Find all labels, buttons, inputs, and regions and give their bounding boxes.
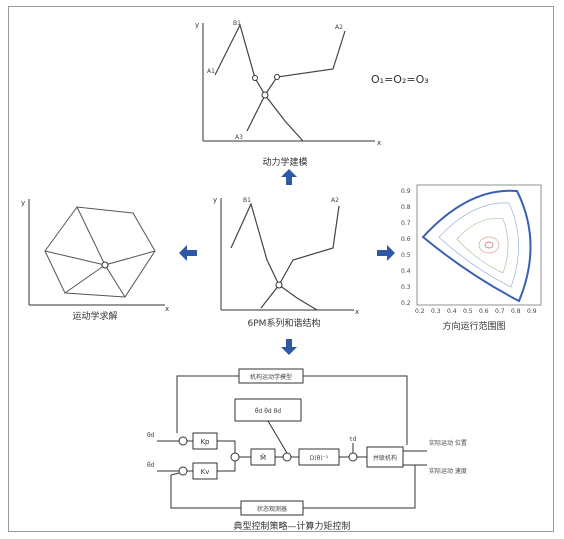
x-tick: 0.9 — [527, 308, 537, 315]
y-tick: 0.7 — [401, 220, 411, 227]
link-2 — [76, 206, 106, 266]
control-diagram-panel: 机构运动学模型 θ̈d θ̇d θd θd θ̇d Kp Kv — [127, 361, 467, 532]
leg-2 — [264, 30, 346, 96]
sum-junction-5 — [348, 452, 358, 462]
x-tick: 0.8 — [511, 308, 521, 315]
plant-label: 并联机构 — [373, 454, 397, 462]
kinematics-panel: x y 运动学求解 — [15, 193, 175, 322]
sum-junction-3 — [230, 452, 240, 462]
arrow-right-icon — [377, 245, 395, 261]
label-a1: A1 — [207, 68, 215, 75]
right-caption: 方向运行范围图 — [442, 322, 506, 332]
y-tick: 0.6 — [401, 236, 411, 243]
label-x: x — [377, 139, 381, 147]
contour-2 — [438, 202, 519, 288]
feedback-line-right — [303, 465, 416, 509]
observer-label: 状态观测器 — [257, 505, 287, 513]
line-kv-sum — [217, 461, 236, 472]
platform-joint — [261, 91, 269, 99]
label-x: x — [355, 308, 359, 316]
feedback-line-left — [170, 472, 241, 509]
link-1 — [44, 250, 106, 266]
arrow-up-icon — [281, 169, 297, 185]
y-tick: 0.2 — [401, 300, 411, 307]
line-kp-sum — [217, 440, 236, 453]
label-x: x — [165, 305, 169, 313]
label-y: y — [213, 196, 217, 204]
dynamics-model-panel: A1 B1 A2 A3 x y 动力学建模 — [185, 13, 385, 168]
model-output-line — [176, 375, 239, 433]
link-4 — [104, 264, 126, 298]
workspace-hexagon — [44, 206, 156, 298]
label-b1: B1 — [243, 197, 251, 204]
model-block-label: 机构运动学模型 — [250, 373, 292, 381]
line-ref-sum — [267, 420, 288, 454]
center-caption: 6PM系列和谐结构 — [247, 319, 321, 329]
x-tick: 0.2 — [415, 308, 425, 315]
sum-junction-1 — [178, 436, 188, 446]
label-a3: A3 — [235, 134, 243, 141]
leg-1 — [230, 202, 280, 309]
bottom-caption: 典型控制策略—计算力矩控制 — [233, 522, 351, 532]
plot-area — [416, 184, 542, 306]
contour-5 — [484, 241, 494, 249]
y-tick-labels: 0.9 0.8 0.7 0.6 0.5 0.4 0.3 0.2 — [401, 188, 411, 307]
figure-frame: A1 B1 A2 A3 x y 动力学建模 O₁=O₂=O₃ B1 A2 x y… — [8, 6, 554, 532]
x-tick: 0.6 — [479, 308, 489, 315]
y-tick: 0.3 — [401, 284, 411, 291]
structure-diagram: B1 A2 x y — [213, 196, 359, 316]
label-b1: B1 — [233, 20, 241, 27]
y-tick: 0.9 — [401, 188, 411, 195]
contour-4 — [478, 236, 500, 254]
leg-3 — [278, 284, 318, 311]
reference-block-label: θ̈d θ̇d θd — [255, 408, 281, 415]
left-caption: 运动学求解 — [72, 312, 118, 322]
arrow-left-icon — [179, 245, 197, 261]
control-block-diagram: 机构运动学模型 θ̈d θ̇d θd θd θ̇d Kp Kv — [147, 368, 467, 516]
model-feedback-line — [303, 375, 408, 445]
mass-label: M̂ — [260, 454, 266, 462]
structure-panel: B1 A2 x y 6PM系列和谐结构 — [209, 190, 359, 329]
tau-label: τd — [349, 436, 357, 443]
equation-label: O₁=O₂=O₃ — [371, 73, 429, 86]
input-thetadot-label: θ̇d — [147, 462, 155, 469]
sum-junction-4 — [282, 452, 292, 462]
top-caption: 动力学建模 — [262, 158, 308, 168]
x-tick: 0.7 — [495, 308, 505, 315]
platform-joint — [275, 281, 283, 289]
contour-3 — [456, 218, 509, 274]
y-tick: 0.4 — [401, 268, 411, 275]
leg-3 — [264, 94, 304, 142]
link-3 — [104, 250, 156, 266]
x-tick: 0.5 — [463, 308, 473, 315]
joint-c1 — [252, 75, 258, 81]
outer-contour — [421, 189, 532, 303]
dynamics-model-diagram: A1 B1 A2 A3 x y — [195, 20, 381, 147]
kv-label: Kv — [201, 468, 210, 476]
sum-junction-2 — [178, 466, 188, 476]
label-y: y — [21, 199, 25, 207]
kinematics-diagram: x y — [21, 199, 169, 313]
label-y: y — [195, 21, 199, 29]
contour-chart: 0.9 0.8 0.7 0.6 0.5 0.4 0.3 0.2 0.2 0.3 … — [401, 184, 542, 315]
center-joint — [101, 261, 109, 269]
joint-c2 — [274, 74, 280, 80]
x-tick: 0.3 — [431, 308, 441, 315]
link-5 — [64, 264, 106, 294]
x-tick-labels: 0.2 0.3 0.4 0.5 0.6 0.7 0.8 0.9 — [415, 308, 537, 315]
input-theta-label: θd — [147, 432, 155, 439]
contour-panel: 0.9 0.8 0.7 0.6 0.5 0.4 0.3 0.2 0.2 0.3 … — [399, 179, 549, 332]
x-tick: 0.4 — [447, 308, 457, 315]
arrow-down-icon — [281, 339, 297, 355]
inverse-label: D(θ)⁻¹ — [310, 455, 329, 462]
leg-2 — [278, 205, 340, 286]
output-velocity-label: 实际运动 速度 — [429, 467, 467, 475]
kp-label: Kp — [200, 438, 210, 446]
y-tick: 0.5 — [401, 252, 411, 259]
label-a2: A2 — [331, 197, 339, 204]
output-position-label: 实际运动 位置 — [429, 439, 467, 447]
y-tick: 0.8 — [401, 204, 411, 211]
label-a2: A2 — [335, 24, 343, 31]
